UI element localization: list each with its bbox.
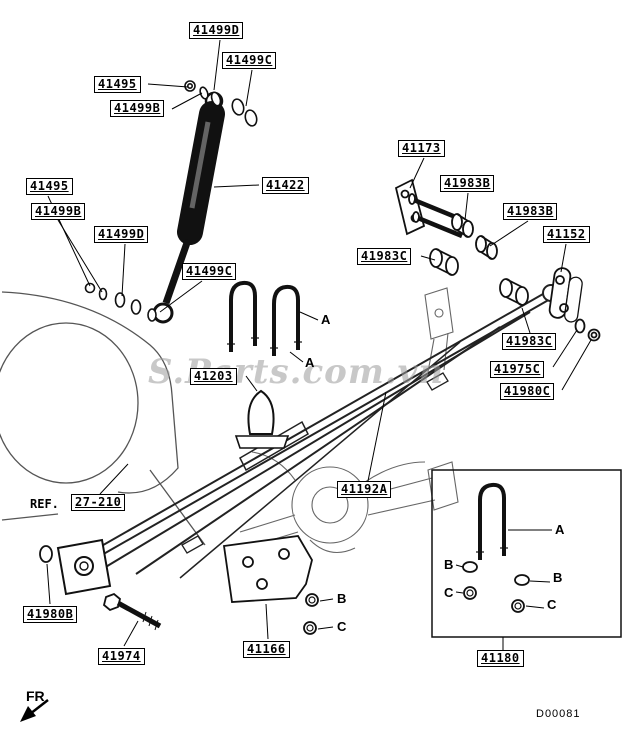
part-label-41499b-2[interactable]: 41499B bbox=[31, 203, 86, 220]
callout-c-1: C bbox=[337, 619, 347, 634]
callout-c-inset-1: C bbox=[444, 585, 454, 600]
inset-detail-box bbox=[431, 469, 622, 638]
leaf-spring bbox=[67, 284, 560, 579]
part-label-41980c[interactable]: 41980C bbox=[500, 383, 555, 400]
part-label-41983c[interactable]: 41983C bbox=[357, 248, 412, 265]
part-label-41173[interactable]: 41173 bbox=[398, 140, 445, 157]
front-hanger-bolt bbox=[102, 592, 162, 631]
u-bolts bbox=[227, 280, 302, 356]
shock-absorber bbox=[152, 91, 225, 324]
callout-a-1: A bbox=[321, 312, 331, 327]
part-label-41499b[interactable]: 41499B bbox=[110, 100, 165, 117]
part-label-41499d[interactable]: 41499D bbox=[189, 22, 244, 39]
callout-b-1: B bbox=[337, 591, 347, 606]
part-label-41499d-2[interactable]: 41499D bbox=[94, 226, 149, 243]
part-label-41180[interactable]: 41180 bbox=[477, 650, 524, 667]
part-label-41203[interactable]: 41203 bbox=[190, 368, 237, 385]
callout-b-inset-1: B bbox=[444, 557, 454, 572]
part-label-41983b-2[interactable]: 41983B bbox=[503, 203, 558, 220]
part-label-41983c-2[interactable]: 41983C bbox=[502, 333, 557, 350]
part-label-ref-27-210[interactable]: 27-210 bbox=[71, 494, 126, 511]
rear-shackle-parts bbox=[429, 248, 601, 342]
part-label-41975c[interactable]: 41975C bbox=[490, 361, 545, 378]
front-hanger bbox=[39, 538, 112, 596]
callout-c-inset-2: C bbox=[547, 597, 557, 612]
wheel-arch bbox=[0, 291, 206, 546]
shock-mount-hardware bbox=[84, 80, 258, 322]
part-label-41152[interactable]: 41152 bbox=[543, 226, 590, 243]
rear-bracket-and-pins bbox=[394, 178, 498, 260]
spring-seat-plate bbox=[222, 535, 319, 635]
part-label-41499c[interactable]: 41499C bbox=[222, 52, 277, 69]
callout-a-2: A bbox=[305, 355, 315, 370]
part-label-41974[interactable]: 41974 bbox=[98, 648, 145, 665]
fr-direction-label: FR bbox=[26, 688, 45, 704]
drawing-number: D00081 bbox=[536, 708, 581, 720]
part-label-41983b[interactable]: 41983B bbox=[440, 175, 495, 192]
ref-prefix-label: REF. bbox=[30, 497, 59, 511]
part-label-41422[interactable]: 41422 bbox=[262, 177, 309, 194]
fr-arrow bbox=[20, 699, 49, 722]
part-label-41495-2[interactable]: 41495 bbox=[26, 178, 73, 195]
callout-b-inset-2: B bbox=[553, 570, 563, 585]
bump-stop bbox=[234, 389, 290, 449]
callout-a-inset: A bbox=[555, 522, 565, 537]
part-label-41495[interactable]: 41495 bbox=[94, 76, 141, 93]
part-label-41980b[interactable]: 41980B bbox=[23, 606, 78, 623]
part-label-41166[interactable]: 41166 bbox=[243, 641, 290, 658]
part-label-41192a[interactable]: 41192A bbox=[337, 481, 392, 498]
part-label-41499c-2[interactable]: 41499C bbox=[182, 263, 237, 280]
